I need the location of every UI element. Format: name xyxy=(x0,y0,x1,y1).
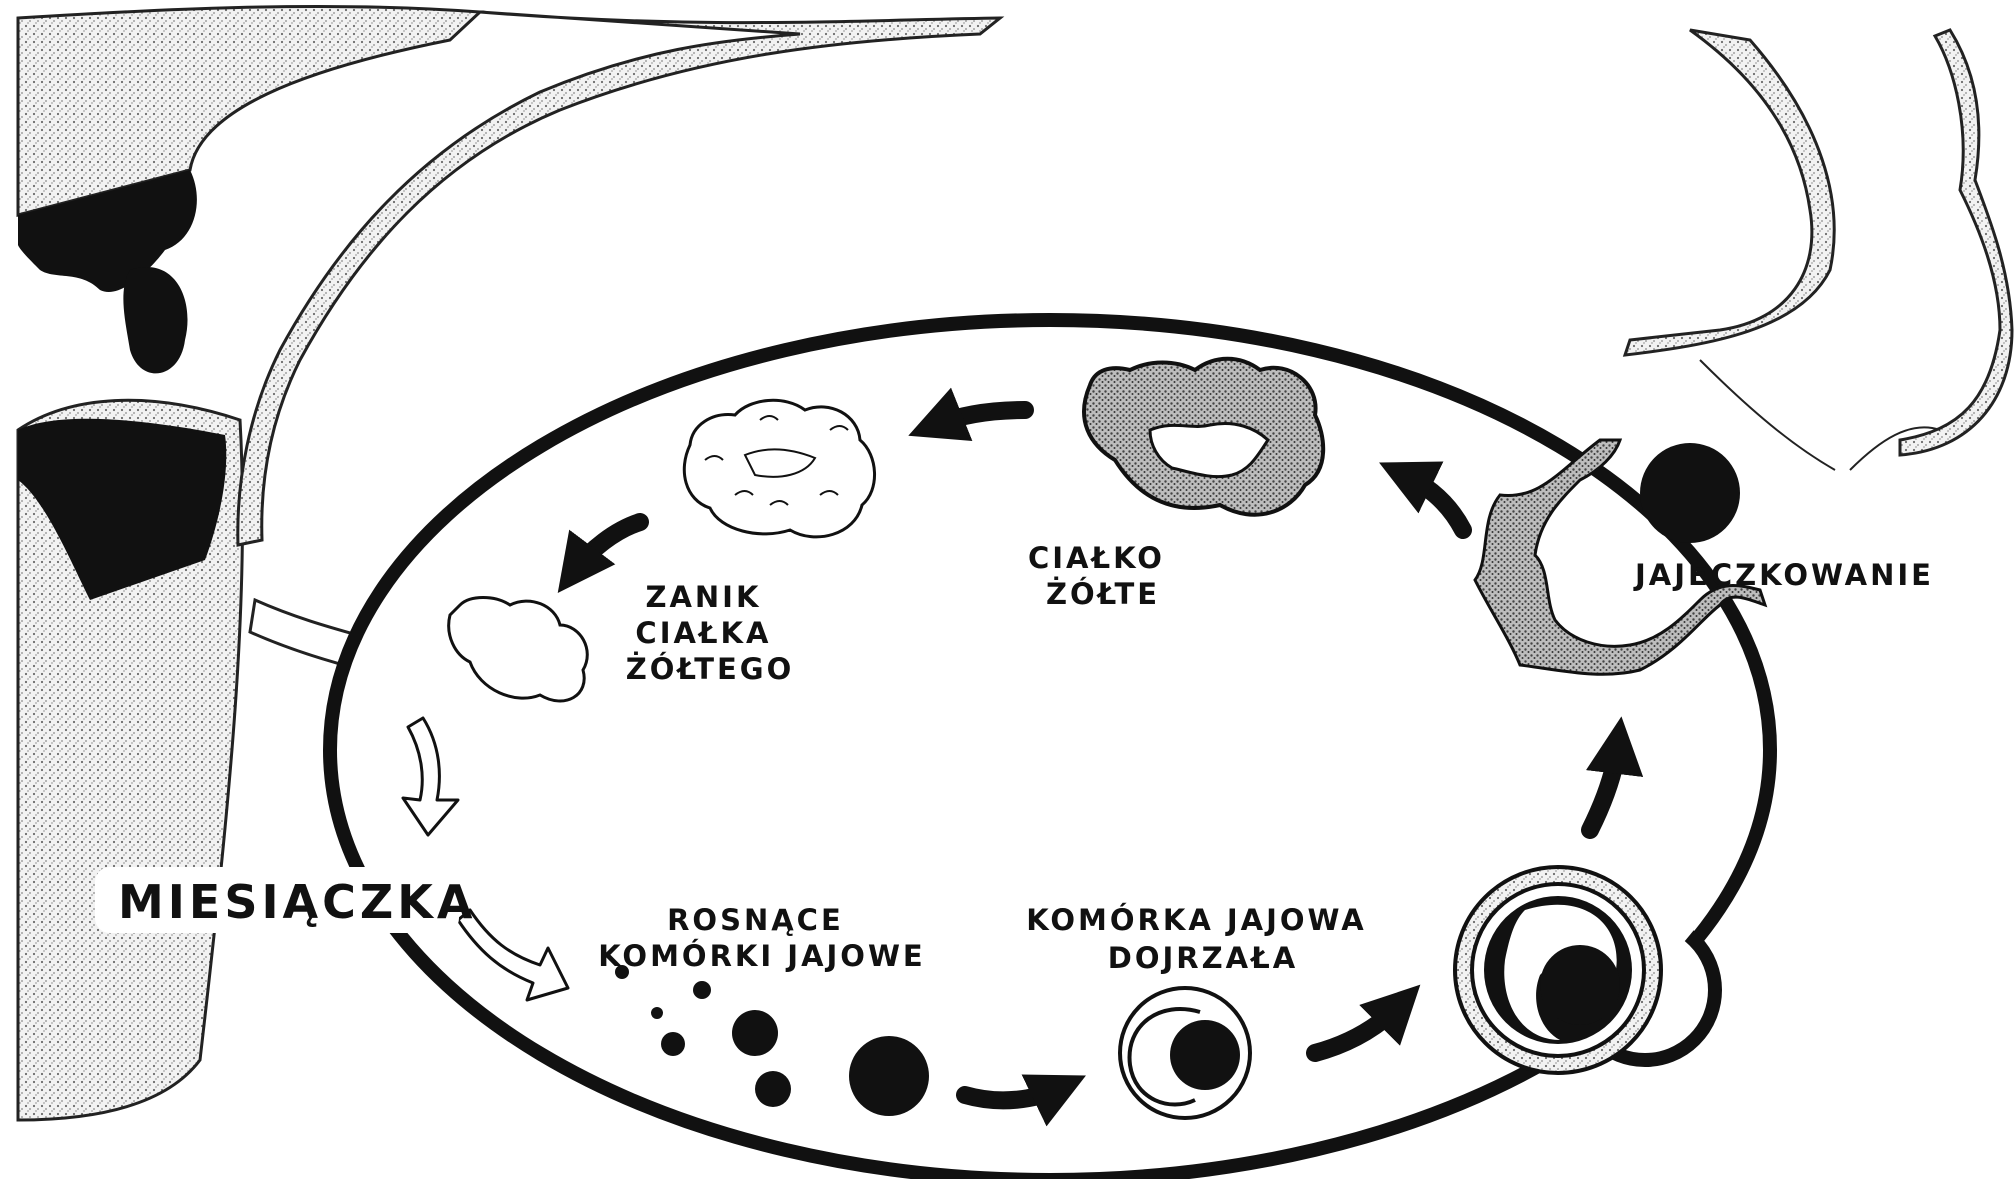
mature-follicle xyxy=(1120,988,1250,1118)
released-ovum xyxy=(1640,443,1740,543)
corpus-luteum-regression-label: ZANIK CIAŁKA ŻÓŁTEGO xyxy=(626,580,795,686)
graafian-follicle xyxy=(1455,867,1661,1073)
menstruation-label: MIESIĄCZKA xyxy=(118,875,477,929)
ovulation-label: JAJECZKOWANIE xyxy=(1633,558,1934,592)
menstruation-label-group: MIESIĄCZKA xyxy=(96,868,477,932)
fimbriae xyxy=(1625,30,2012,470)
